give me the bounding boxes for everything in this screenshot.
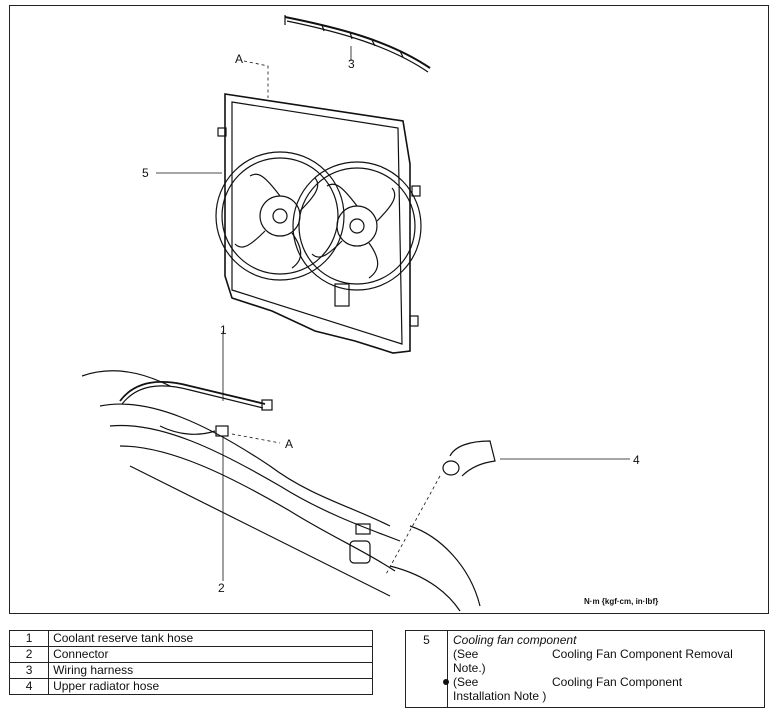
radiator-support-drawing — [81, 370, 481, 612]
part-number: 3 — [8, 662, 50, 679]
callout-5: 5 — [142, 166, 149, 180]
see-prefix: (See — [453, 675, 479, 689]
see-reference-row: (See Cooling Fan Component Removal — [453, 647, 760, 661]
see-continuation: Installation Note ) — [453, 689, 547, 703]
wiring-harness-drawing — [284, 15, 431, 73]
parts-legend-table: 1 Coolant reserve tank hose 2 Connector … — [8, 630, 373, 695]
table-row: 1 Coolant reserve tank hose — [8, 630, 373, 647]
part-description: Upper radiator hose — [48, 678, 373, 695]
part-number: 4 — [8, 678, 50, 695]
part-5-legend-box: 5 Cooling fan component (See Cooling Fan… — [405, 630, 765, 708]
callout-a-bottom: A — [285, 437, 294, 451]
removal-note-link[interactable]: Cooling Fan Component Removal — [552, 647, 733, 661]
installation-note-link[interactable]: Cooling Fan Component — [552, 675, 683, 689]
callout-a-top: A — [235, 52, 244, 66]
bullet-icon — [443, 679, 449, 685]
cooling-fan-shroud-drawing — [215, 93, 422, 354]
coolant-hose-drawing — [119, 381, 273, 437]
part-5-details: Cooling fan component (See Cooling Fan C… — [443, 633, 760, 703]
see-continuation: Note.) — [453, 661, 486, 675]
part-description: Connector — [48, 646, 373, 663]
part-number: 5 — [406, 631, 448, 707]
diagram-frame: 3 A 5 1 A 4 2 — [9, 5, 769, 614]
table-row: 2 Connector — [8, 646, 373, 663]
upper-radiator-hose-drawing — [442, 440, 496, 477]
torque-units-note: N·m {kgf·cm, in·lbf} — [584, 597, 659, 606]
table-row: 3 Wiring harness — [8, 662, 373, 679]
callout-1: 1 — [220, 323, 227, 337]
part-description: Coolant reserve tank hose — [48, 630, 373, 647]
part-description: Wiring harness — [48, 662, 373, 679]
callout-3: 3 — [348, 57, 355, 71]
part-number: 1 — [8, 630, 50, 647]
cooling-system-exploded-diagram — [81, 15, 630, 612]
callout-4: 4 — [633, 453, 640, 467]
see-prefix: (See — [453, 647, 479, 661]
part-number: 2 — [8, 646, 50, 663]
callout-leader-lines — [156, 46, 630, 581]
see-reference-row: (See Cooling Fan Component — [443, 675, 760, 689]
part-5-title: Cooling fan component — [453, 633, 577, 647]
table-row: 4 Upper radiator hose — [8, 678, 373, 695]
callout-2: 2 — [218, 581, 225, 595]
